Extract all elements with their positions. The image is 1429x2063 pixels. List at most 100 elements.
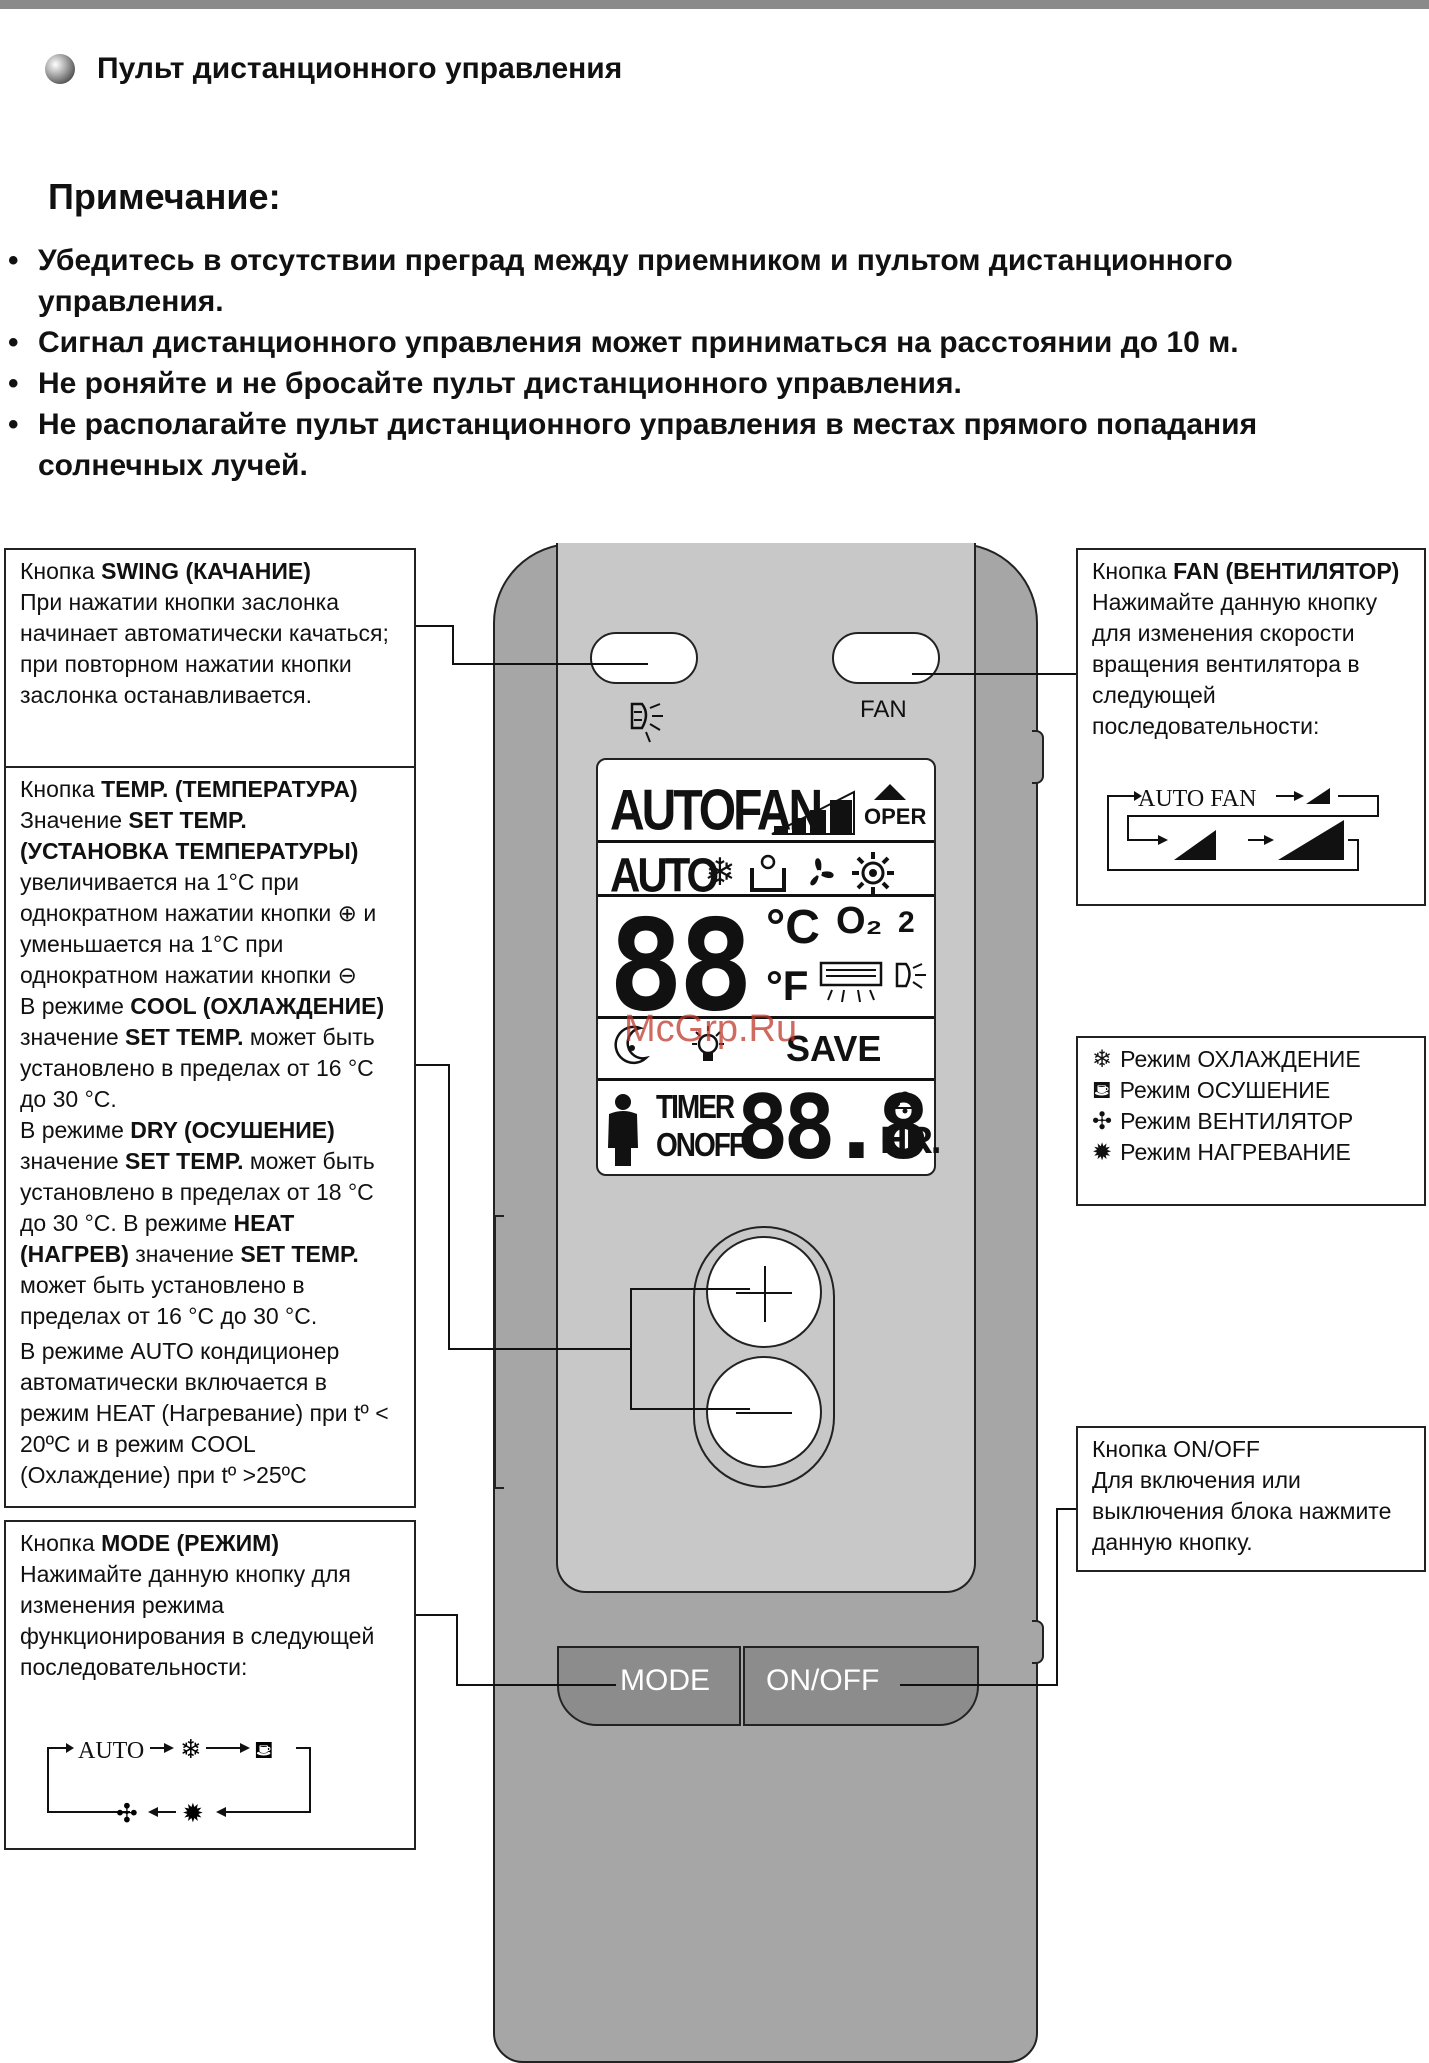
- swing-button[interactable]: [590, 632, 698, 684]
- fan-icon: ✣: [1092, 1108, 1113, 1135]
- lcd-celsius: °C: [766, 901, 820, 954]
- heat-icon: ✹: [1092, 1139, 1113, 1166]
- mode-description: Нажимайте данную кнопку для изменения ре…: [20, 1561, 375, 1680]
- lcd-timer: TIMER: [656, 1088, 735, 1126]
- svg-text:❄: ❄: [180, 1735, 202, 1765]
- plus-icon-v: [764, 1266, 766, 1322]
- swing-callout: Кнопка SWING (КАЧАНИЕ) При нажатии кнопк…: [4, 548, 416, 790]
- note-item: Не располагайте пульт дистанционного упр…: [8, 404, 1418, 486]
- onoff-callout: Кнопка ON/OFF Для включения или выключен…: [1076, 1426, 1426, 1572]
- lcd-fahrenheit: °F: [766, 962, 809, 1009]
- legend-item: ✹Режим НАГРЕВАНИЕ: [1092, 1139, 1351, 1166]
- side-notch: [1032, 1620, 1044, 1664]
- lcd-hr: HR.: [880, 1120, 941, 1162]
- dry-icon: ⛾: [1092, 1077, 1112, 1104]
- fan-button-label: FAN: [860, 696, 907, 723]
- connector-line: [630, 1288, 632, 1410]
- watermark: McGrp.Ru: [624, 1008, 798, 1050]
- lcd-person-icon: [608, 1094, 638, 1166]
- onoff-title: Кнопка ON/OFF: [1092, 1436, 1260, 1462]
- cool-icon: ❄: [1092, 1046, 1113, 1073]
- lcd-light-icon: [692, 1026, 724, 1061]
- connector-line: [456, 1684, 616, 1686]
- lcd-divider: [598, 840, 934, 843]
- connector-line: [452, 625, 454, 665]
- lcd-swing-icon: [895, 962, 926, 989]
- onoff-button-label: ON/OFF: [766, 1664, 880, 1697]
- fan-callout: Кнопка FAN (ВЕНТИЛЯТОР) Нажимайте данную…: [1076, 548, 1426, 906]
- lcd-sleep-icon: [614, 1025, 651, 1065]
- swing-description: При нажатии кнопки заслонка начинает авт…: [20, 589, 389, 708]
- fan-seq-label: AUTO FAN: [1138, 786, 1257, 812]
- temp-down-button[interactable]: [706, 1356, 822, 1468]
- side-notch: [1032, 730, 1044, 784]
- top-rule: [0, 0, 1429, 9]
- lcd-temp-digits: 88: [608, 892, 754, 1039]
- lcd-divider: [598, 1078, 934, 1081]
- temp-step-text: увеличивается на 1°C при однократном наж…: [20, 869, 377, 988]
- minus-icon: [736, 1412, 792, 1414]
- lcd-cool-icon: ❄: [704, 852, 736, 894]
- connector-line: [1058, 1508, 1076, 1510]
- temp-callout: Кнопка TEMP. (ТЕМПЕРАТУРА) Значение SET …: [4, 766, 416, 1508]
- note-item: Сигнал дистанционного управления может п…: [8, 322, 1418, 363]
- lcd-fan-icon: [810, 858, 834, 886]
- lcd-indoor-unit-icon: [819, 961, 883, 1003]
- swing-louver-icon: [630, 702, 663, 743]
- fan-speed-bars-icon: [771, 790, 855, 835]
- section-header: Пульт дистанционного управления: [45, 52, 622, 86]
- mode-sequence-diagram: ❄ ⛾ ✹ ✣: [47, 1735, 311, 1829]
- temp-up-button[interactable]: [706, 1236, 822, 1348]
- lcd-display: AUTOFAN OPER AUTO ❄ 88 °C O₂ 2 °F: [596, 758, 941, 1179]
- mode-button-label: MODE: [620, 1664, 710, 1697]
- lcd-dry-icon: [750, 854, 786, 892]
- note-item: Не роняйте и не бросайте пульт дистанцио…: [8, 363, 1418, 404]
- legend-item: ✣Режим ВЕНТИЛЯТОР: [1092, 1108, 1354, 1135]
- onoff-description: Для включения или выключения блока нажми…: [1092, 1467, 1392, 1555]
- lcd-save: SAVE: [786, 1028, 882, 1069]
- connector-line: [630, 1288, 750, 1290]
- connector-line: [630, 1408, 750, 1410]
- legend-item: ❄Режим ОХЛАЖДЕНИЕ: [1092, 1046, 1361, 1073]
- lcd-small-digit: 2: [898, 906, 915, 939]
- legend-item: ⛾Режим ОСУШЕНИЕ: [1092, 1077, 1331, 1104]
- oper-triangle-icon: [874, 784, 906, 800]
- mode-button[interactable]: [557, 1646, 741, 1726]
- mode-seq-label: AUTO: [78, 1738, 145, 1764]
- lcd-divider: [598, 1016, 934, 1019]
- connector-line: [448, 1348, 630, 1350]
- lcd-o2: O₂: [836, 900, 883, 942]
- onoff-button[interactable]: [743, 1646, 979, 1726]
- lcd-bell-icon: [894, 1091, 916, 1114]
- connector-line: [416, 1614, 458, 1616]
- fan-button[interactable]: [832, 632, 940, 684]
- mode-legend-callout: ❄Режим ОХЛАЖДЕНИЕ ⛾Режим ОСУШЕНИЕ ✣Режим…: [1076, 1036, 1426, 1206]
- lcd-auto: AUTO: [610, 848, 719, 903]
- lcd-oper: OPER: [864, 804, 927, 829]
- lcd-heat-icon: [852, 852, 894, 894]
- note-item: Убедитесь в отсутствии преград между при…: [8, 240, 1418, 322]
- svg-text:✹: ✹: [182, 1799, 204, 1829]
- mode-callout: Кнопка MODE (РЕЖИМ) Нажимайте данную кно…: [4, 1520, 416, 1850]
- fan-description: Нажимайте данную кнопку для изменения ск…: [1092, 589, 1378, 739]
- notes-list: Убедитесь в отсутствии преград между при…: [8, 240, 1418, 486]
- connector-line: [912, 673, 1076, 675]
- svg-text:⛾: ⛾: [254, 1736, 274, 1764]
- lcd-clock-digits: 88.8: [736, 1076, 930, 1179]
- connector-line: [1056, 1508, 1058, 1686]
- connector-line: [452, 663, 648, 665]
- connector-line: [416, 1064, 450, 1066]
- note-title: Примечание:: [48, 176, 281, 217]
- svg-text:✣: ✣: [116, 1799, 138, 1829]
- lcd-onoff: ONOFF: [656, 1126, 746, 1164]
- connector-line: [456, 1614, 458, 1686]
- temp-auto-text: В режиме AUTO кондиционер автоматически …: [20, 1338, 389, 1488]
- fan-sequence-diagram: [1107, 788, 1379, 871]
- connector-line: [416, 625, 454, 627]
- side-groove: [494, 1215, 504, 1489]
- section-bullet-icon: [45, 54, 75, 84]
- connector-line: [900, 1684, 1058, 1686]
- connector-line: [448, 1064, 450, 1350]
- lcd-divider: [598, 894, 934, 897]
- section-title: Пульт дистанционного управления: [97, 52, 623, 85]
